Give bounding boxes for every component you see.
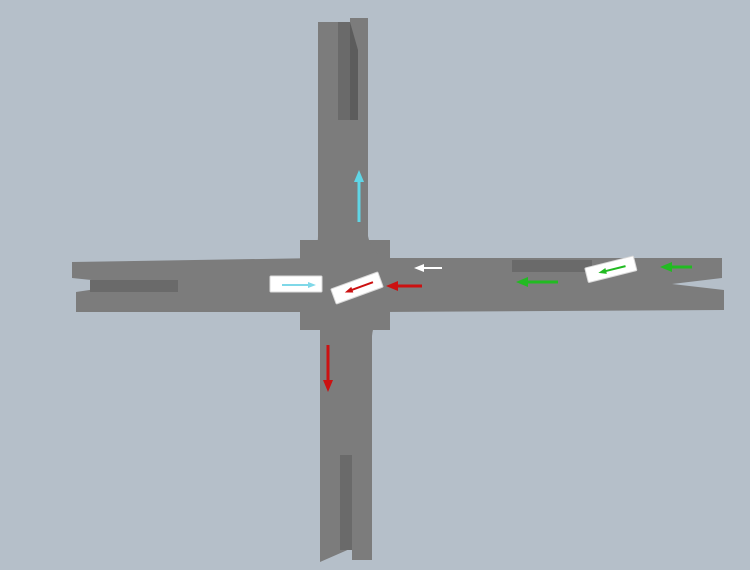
south-road [320, 300, 372, 562]
east-median-shadow [512, 260, 592, 272]
south-median-shadow [340, 455, 352, 550]
bus-eastbound [269, 275, 323, 293]
corner-se [370, 310, 394, 336]
green-arrow-west-1 [516, 277, 558, 287]
north-median-shadow [338, 22, 350, 120]
west-median-shadow [90, 280, 178, 292]
vehicles [269, 255, 638, 305]
bus-westbound-far [584, 255, 638, 283]
direction-arrows [323, 170, 692, 392]
corner-sw [300, 308, 322, 336]
west-road [72, 258, 320, 312]
bus-turning [330, 271, 384, 305]
red-arrow-west [386, 281, 422, 291]
corner-nw [300, 236, 320, 262]
red-arrow-south [323, 345, 333, 392]
green-arrow-west-2 [660, 262, 692, 272]
white-arrow-west [414, 264, 442, 272]
east-road [372, 258, 724, 312]
north-median-wedge [350, 22, 358, 120]
cyan-arrow-north [354, 170, 364, 222]
corner-ne [368, 236, 392, 262]
